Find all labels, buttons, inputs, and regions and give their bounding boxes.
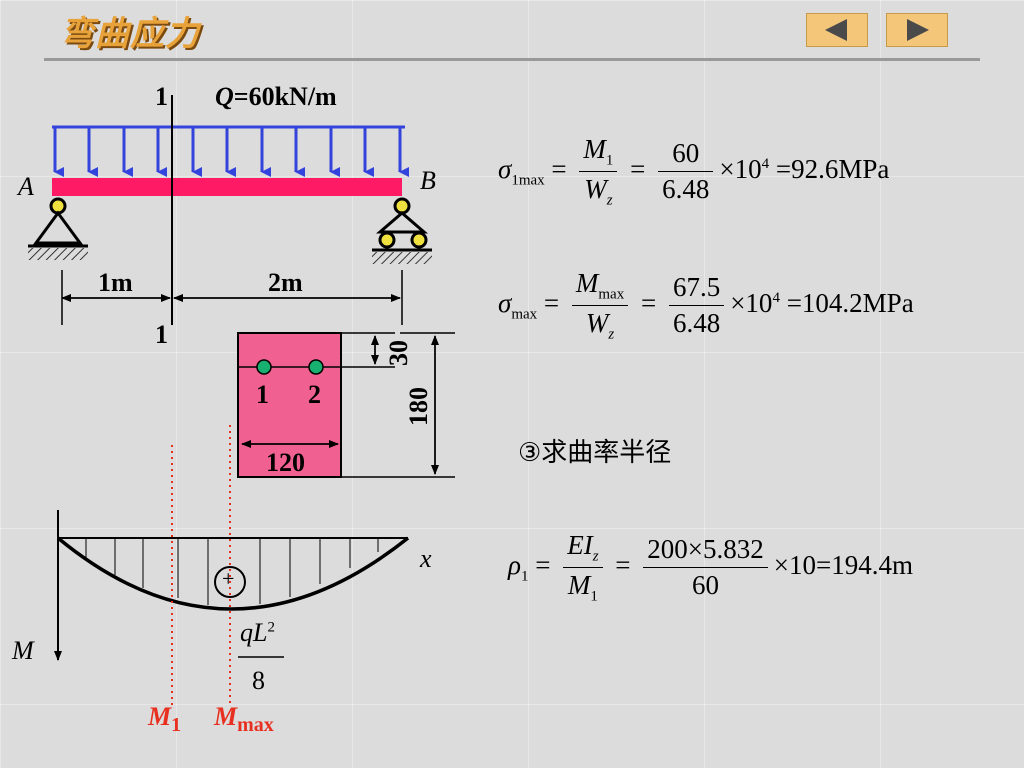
prev-slide-button[interactable] [806, 13, 868, 47]
point-1-label: 1 [256, 380, 269, 409]
dim-right-label: 2m [268, 268, 303, 297]
positive-sign: + [222, 566, 235, 591]
m-axis-label: M [12, 636, 34, 665]
support-a-pin [28, 197, 88, 260]
stress-point-1 [256, 359, 272, 375]
stress-point-2 [308, 359, 324, 375]
support-b-label: B [420, 166, 436, 195]
dim-left-label: 1m [98, 268, 133, 297]
left-arrow-icon [825, 19, 847, 41]
cross-section [237, 332, 455, 478]
height-label: 180 [404, 387, 433, 426]
next-slide-button[interactable] [886, 13, 948, 47]
width-label: 120 [266, 448, 305, 477]
beam-body [52, 178, 402, 196]
title-divider [44, 58, 980, 61]
mmax-label: Mmax [214, 702, 274, 737]
section-label-bottom: 1 [155, 320, 168, 349]
offset-label: 30 [384, 340, 413, 366]
support-b-roller [372, 197, 432, 264]
length-dimensions [61, 270, 403, 325]
right-arrow-icon [907, 19, 929, 41]
peak-denominator: 8 [252, 666, 265, 695]
point-2-label: 2 [308, 380, 321, 409]
load-label: Q=60kN/m [215, 82, 337, 111]
peak-numerator: qL2 [240, 618, 275, 647]
moment-diagram [54, 425, 410, 705]
x-axis-label: x [420, 544, 432, 573]
support-a-label: A [18, 172, 34, 201]
m1-label: M1 [148, 702, 182, 737]
section-label-top: 1 [155, 82, 168, 111]
distributed-load [52, 125, 409, 177]
slide-title: 弯曲应力 [60, 14, 200, 54]
step-3-heading: ③求曲率半径 [518, 438, 672, 468]
